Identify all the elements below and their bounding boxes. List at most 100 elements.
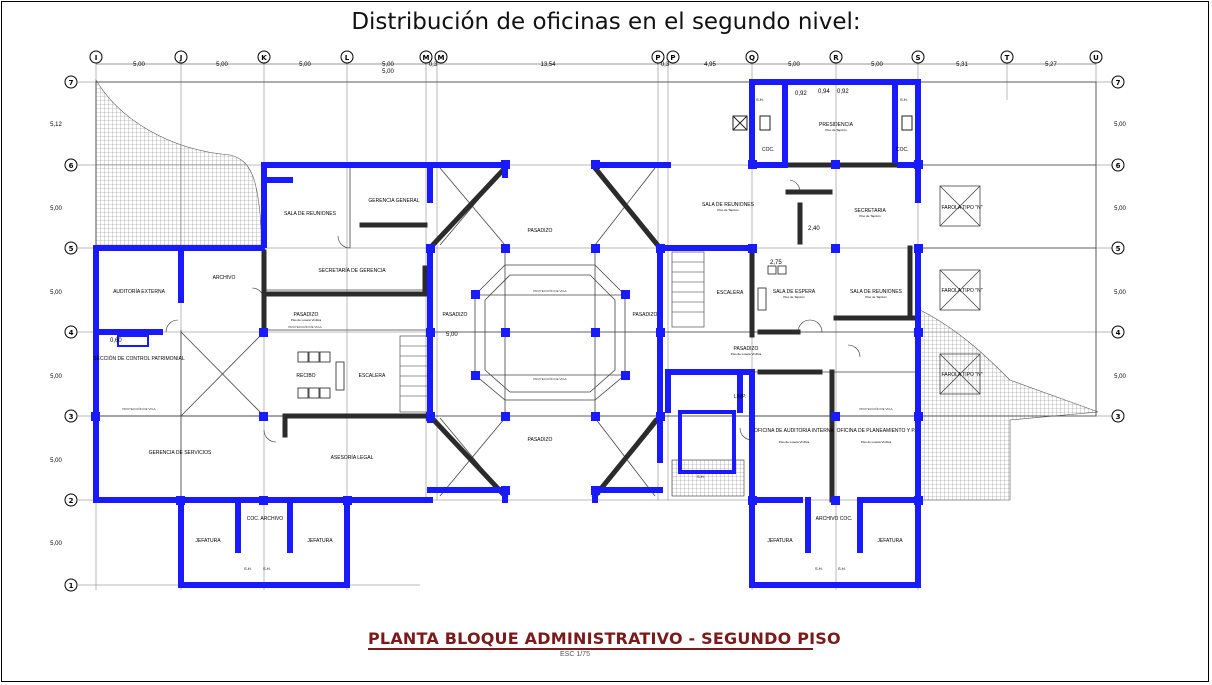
hatched-area-top-left	[95, 78, 263, 249]
dim-top-7: 0,3	[661, 62, 670, 68]
room-farola-1: FAROLA TIPO "N"	[942, 205, 983, 211]
axis-label-row-3: 3	[69, 413, 74, 421]
room-presidencia-sub: Piso de Tapizón	[825, 128, 846, 132]
axis-label-col-8: P	[670, 54, 675, 62]
dim-094: 0,94	[818, 89, 830, 95]
room-sala-reuniones-2-sub: Piso de Tapizón	[717, 208, 738, 212]
room-pasadizo-bottom: PASADIZO	[528, 437, 553, 443]
room-sala-espera: SALA DE ESPERA	[773, 289, 816, 295]
room-limp: LIMP.	[734, 394, 746, 400]
plan-title: PLANTA BLOQUE ADMINISTRATIVO - SEGUNDO P…	[368, 629, 841, 648]
axis-label-col-7: P	[655, 54, 660, 62]
dim-left-6: 5,00	[50, 541, 62, 547]
dim-top-6: 13,54	[540, 62, 556, 68]
dim-left-4: 5,00	[50, 374, 62, 380]
structural-columns	[91, 160, 923, 505]
dim-275: 2,75	[770, 260, 782, 266]
room-asesoria-legal: ASESORÍA LEGAL	[331, 454, 374, 461]
dim-top-2: 5,00	[216, 62, 228, 68]
room-pasadizo-right-mid: PASADIZO	[734, 346, 759, 352]
room-escalera-left: ESCALERA	[359, 373, 386, 379]
axis-label-col-11: S	[915, 54, 920, 62]
room-farola-3: FAROLA TIPO "N"	[942, 372, 983, 378]
sanitary-blocks	[117, 115, 913, 497]
room-sala-reuniones-1: SALA DE REUNIONES	[284, 211, 337, 217]
dim-060: 0,60	[110, 338, 122, 344]
sh-label-5: S.H.	[263, 566, 271, 571]
dim-top-12: 5,27	[1045, 62, 1057, 68]
beam-note-5: PROYECCIÓN DE VIGA	[859, 406, 892, 411]
dim-top-1: 5,00	[133, 62, 145, 68]
room-archivo: ARCHIVO	[213, 275, 236, 281]
sh-label-3: S.H.	[697, 474, 705, 479]
page-heading: Distribución de oficinas en el segundo n…	[351, 9, 861, 35]
door-arcs	[165, 179, 861, 443]
room-seccion-control: SECCIÓN DE CONTROL PATRIMONIAL	[93, 355, 185, 362]
dim-left-3: 5,00	[50, 290, 62, 296]
axis-label-row-4: 4	[69, 329, 74, 337]
axis-label-col-9: Q	[749, 54, 755, 62]
row-axis-bubbles	[64, 75, 1125, 592]
axis-label-col-2: J	[179, 54, 183, 62]
room-auditoria-externa: AUDITORÍA EXTERNA	[113, 288, 166, 295]
dim-top-10: 5,00	[871, 62, 883, 68]
room-pasadizo-left-mid: PASADIZO	[294, 312, 319, 318]
room-sala-espera-sub: Piso de Tapizón	[783, 295, 804, 299]
room-presidencia: PRESIDENCIA	[819, 122, 854, 128]
sh-label-6: S.H.	[815, 566, 823, 571]
plan-scale: ESC 1/75	[560, 651, 590, 658]
dim-240: 2,40	[808, 226, 820, 232]
dim-top-4: 5,00	[382, 62, 394, 68]
dim-left-1: 5,12	[50, 122, 62, 128]
sh-label-1: S.H.	[756, 97, 764, 102]
axis-label-col-5: M	[423, 54, 430, 62]
room-oficina-planeamiento: OFICINA DE PLANEAMIENTO Y P.	[837, 428, 916, 434]
room-jefatura-4: JEFATURA	[877, 538, 903, 544]
dim-top-8: 4,95	[704, 62, 716, 68]
dim-top-9: 5,00	[788, 62, 800, 68]
dim-right-4: 5,00	[1114, 374, 1126, 380]
coc-label-2: COC.	[896, 147, 909, 153]
sh-label-7: S.H.	[838, 566, 846, 571]
room-archivo-coc-right: ARCHIVO COC.	[816, 516, 853, 522]
room-jefatura-3: JEFATURA	[767, 538, 793, 544]
room-secretaria-gerencia: SECRETARÍA DE GERENCIA	[318, 267, 386, 274]
plan-title-underline	[368, 648, 813, 650]
axis-label-col-13: U	[1093, 54, 1099, 62]
beam-note-4: PROYECCIÓN DE VIGA	[533, 376, 566, 381]
axis-label-row-4-right: 4	[1116, 329, 1121, 337]
dim-092-b: 0,92	[837, 89, 849, 95]
dim-092-a: 0,92	[795, 91, 807, 97]
dim-left-5: 5,00	[50, 458, 62, 464]
axis-label-row-1: 1	[69, 582, 74, 590]
dim-left-2: 5,00	[50, 206, 62, 212]
axis-label-row-7-right: 7	[1116, 79, 1121, 87]
room-pasadizo-left-v: PASADIZO	[443, 312, 468, 318]
coc-label-1: COC.	[762, 147, 775, 153]
room-jefatura-2: JEFATURA	[307, 538, 333, 544]
axis-label-row-6-right: 6	[1116, 162, 1121, 170]
dim-500: 5,00	[446, 332, 458, 338]
room-secretaria: SECRETARIA	[854, 208, 886, 214]
room-oficina-auditoria-sub: Piso de Loseta Vinílica	[779, 440, 810, 444]
room-recibo: RECIBO	[296, 373, 315, 379]
beam-note-3: PROYECCIÓN DE VIGA	[533, 288, 566, 293]
room-escalera-right: ESCALERA	[717, 290, 744, 296]
dim-right-3: 5,00	[1114, 290, 1126, 296]
room-sala-reuniones-2: SALA DE REUNIONES	[702, 202, 755, 208]
axis-label-row-5-right: 5	[1116, 245, 1121, 253]
room-gerencia-general: GERENCIA GENERAL	[368, 198, 419, 204]
blue-walls	[93, 79, 921, 588]
axis-label-col-6: M	[438, 54, 445, 62]
beam-note-1: PROYECCIÓN DE VIGA	[122, 406, 155, 411]
dark-partitions	[261, 162, 919, 503]
room-secretaria-sub: Piso de Tapizón	[859, 214, 880, 218]
dim-top-sub: 5,00	[382, 69, 394, 75]
axis-label-row-5: 5	[69, 245, 74, 253]
room-farola-2: FAROLA TIPO "N"	[942, 288, 983, 294]
axis-label-row-7: 7	[69, 79, 74, 87]
room-sala-reuniones-3: SALA DE REUNIONES	[850, 289, 903, 295]
room-pasadizo-left-mid-sub: Piso de Loseta Vinílica	[291, 318, 322, 322]
sh-label-4: S.H.	[244, 566, 252, 571]
